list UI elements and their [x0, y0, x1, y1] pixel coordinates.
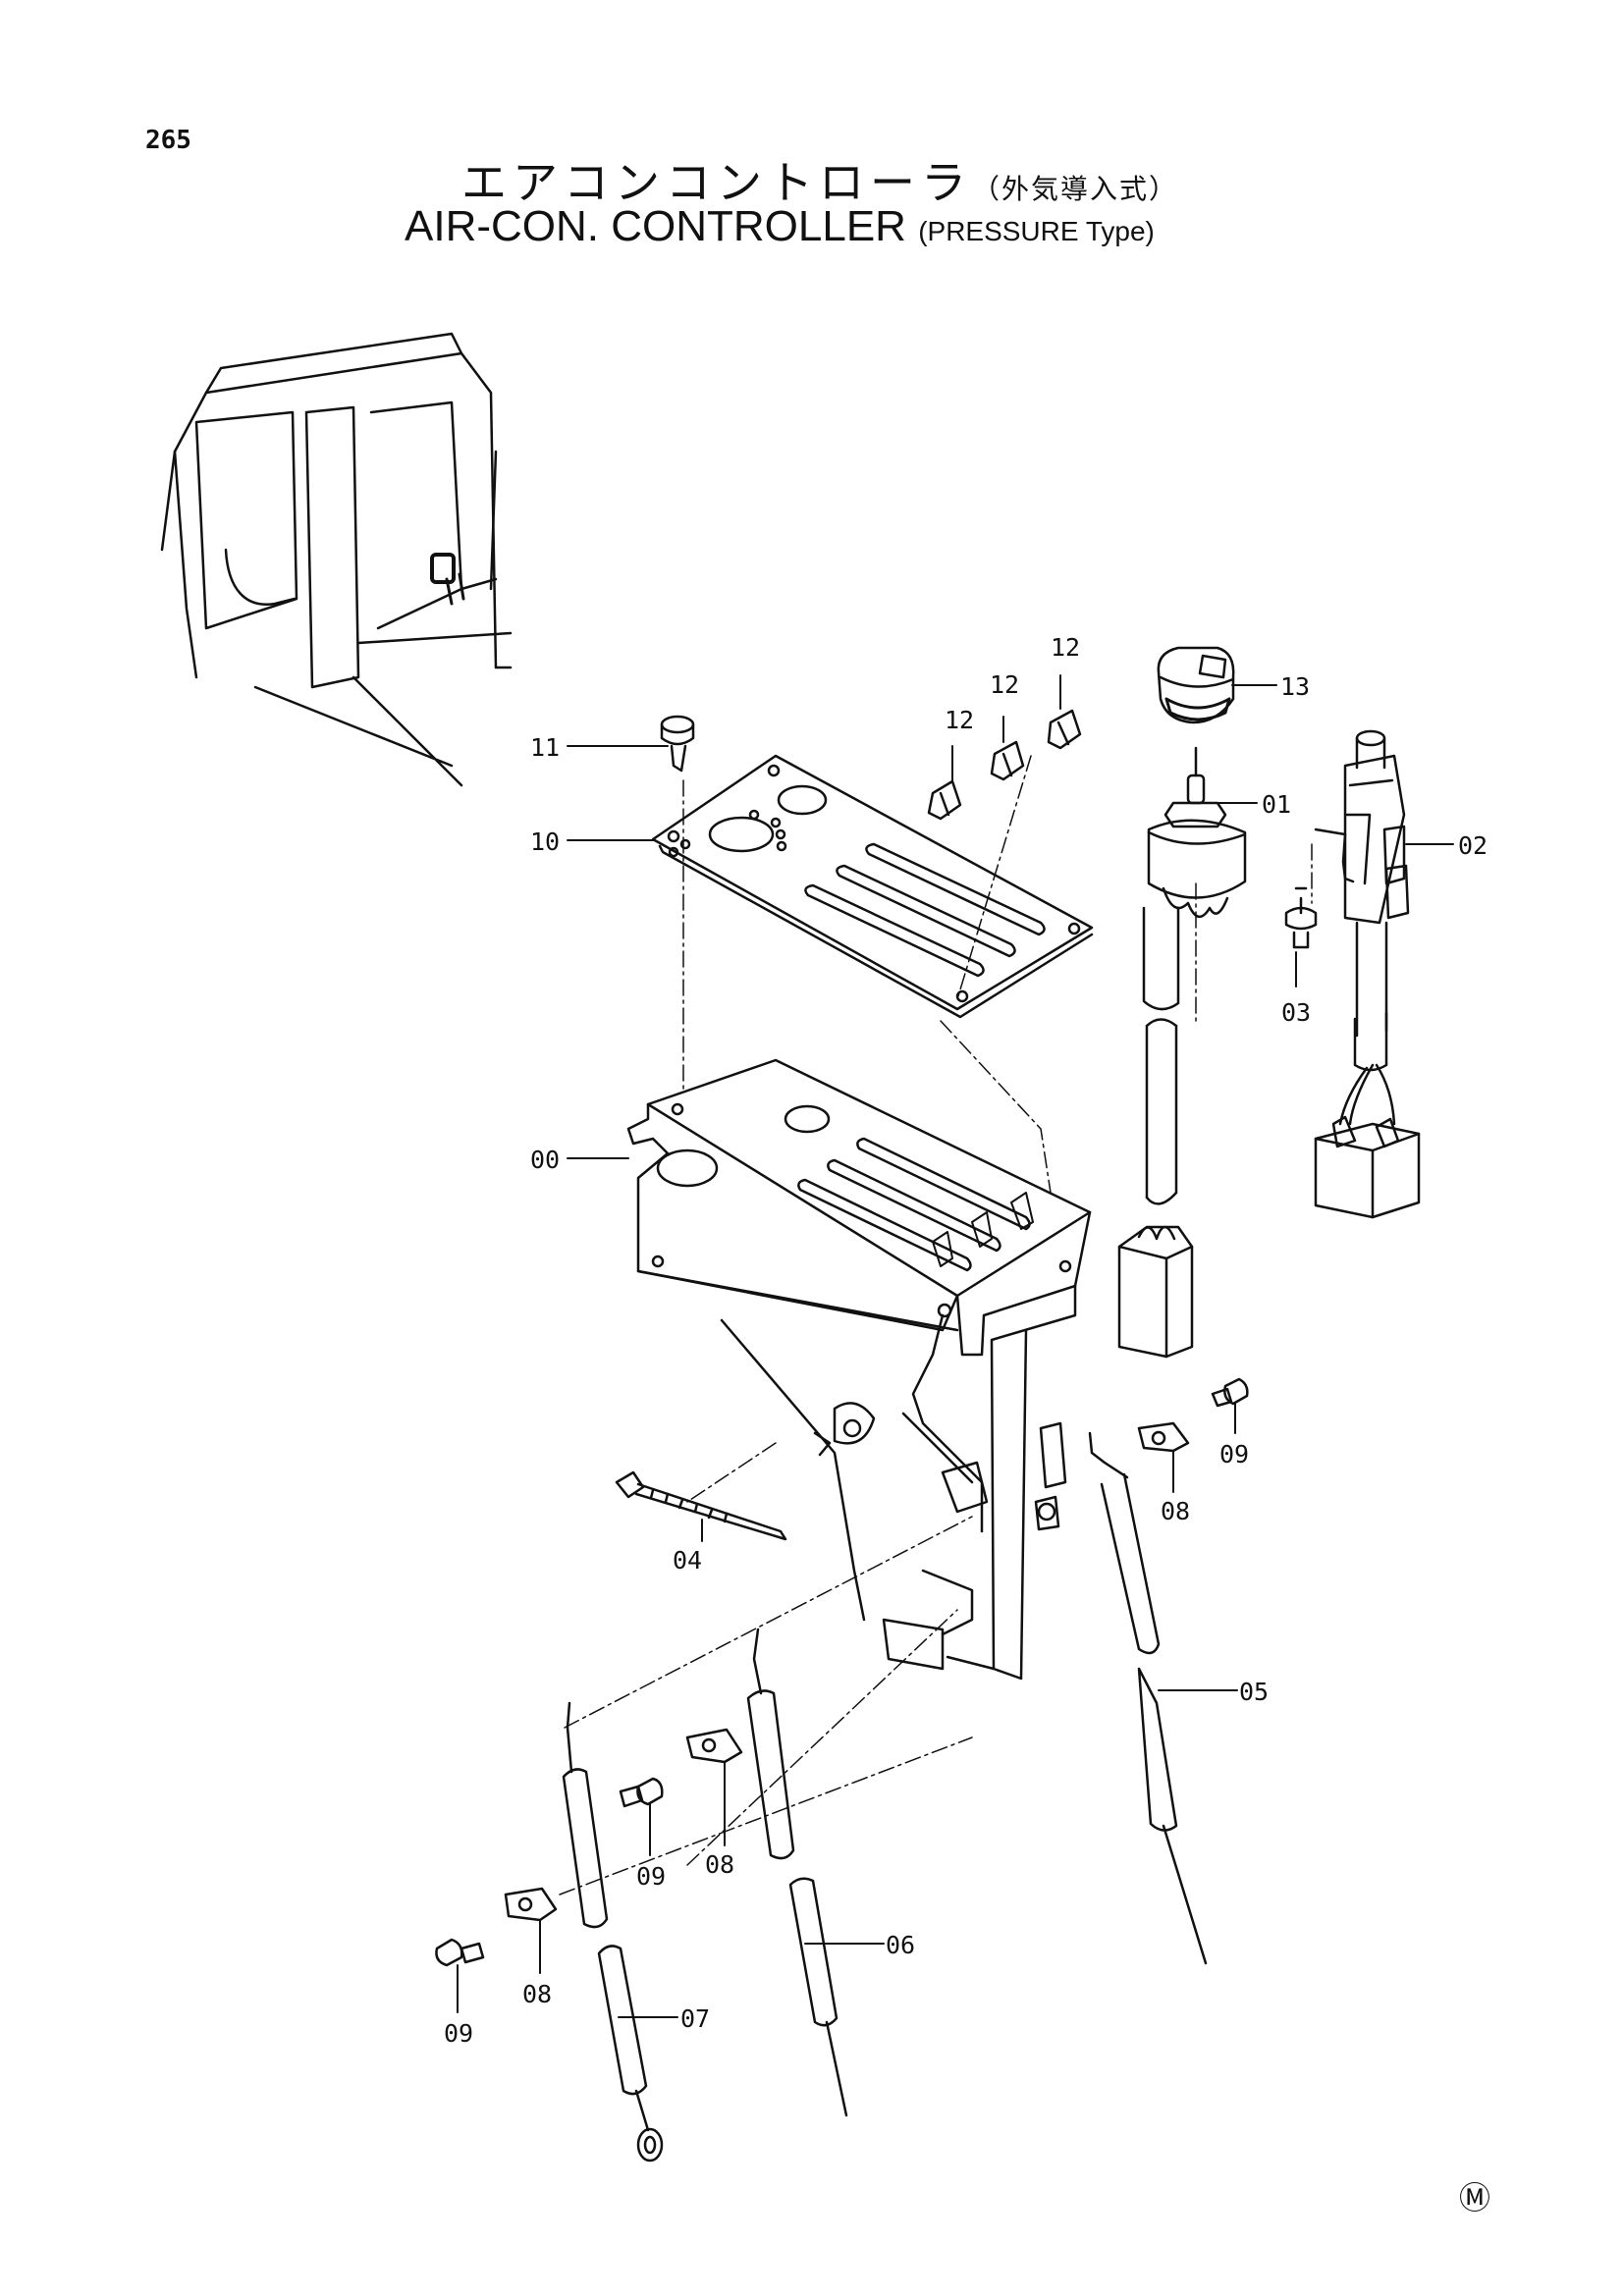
callout-12-b: 12 [990, 670, 1019, 699]
pin-fastener [660, 715, 695, 773]
callout-06: 06 [886, 1931, 915, 1959]
cable-tie [615, 1470, 787, 1541]
main-bracket [626, 1058, 1092, 1681]
callout-10: 10 [530, 828, 560, 856]
page-title-en: AIR-CON. CONTROLLER (PRESSURE Type) [405, 202, 1155, 251]
manufacturer-mark: Ⓜ [1459, 2179, 1491, 2216]
callout-03: 03 [1281, 998, 1311, 1027]
callout-08-c: 08 [522, 1980, 552, 2008]
callout-04: 04 [673, 1546, 702, 1575]
title-jp-main: エアコンコントローラ [461, 156, 972, 209]
page-title-jp: エアコンコントローラ（外気導入式） [461, 147, 1178, 212]
top-panel-plate [651, 754, 1094, 1019]
callout-08-b: 08 [705, 1850, 734, 1879]
callout-09-c: 09 [444, 2019, 473, 2048]
callout-12-a: 12 [945, 706, 974, 734]
callout-00: 00 [530, 1146, 560, 1174]
callout-09-a: 09 [1219, 1440, 1249, 1468]
title-jp-sub: （外気導入式） [972, 173, 1179, 205]
title-en-main: AIR-CON. CONTROLLER [405, 202, 906, 250]
push-switch-assembly [1284, 729, 1421, 1219]
title-en-sub: (PRESSURE Type) [918, 216, 1155, 246]
callout-09-b: 09 [636, 1862, 666, 1891]
callout-12-c: 12 [1051, 633, 1080, 662]
slide-knobs [927, 709, 1082, 821]
callout-01: 01 [1262, 790, 1291, 819]
callout-leaders [457, 674, 1454, 2018]
callout-08-a: 08 [1161, 1497, 1190, 1525]
page-number: 265 [145, 126, 191, 155]
rotary-switch-assembly [1117, 646, 1247, 1359]
callout-13: 13 [1280, 672, 1310, 701]
callout-07: 07 [680, 2004, 710, 2033]
callout-02: 02 [1458, 831, 1488, 860]
callout-05: 05 [1239, 1678, 1269, 1706]
cab-location-inset [160, 332, 513, 787]
callout-labels: 12 12 12 13 11 01 10 02 03 00 09 04 08 0… [444, 633, 1488, 2048]
clamps-and-screws [435, 1377, 1249, 1967]
control-cables [562, 1431, 1208, 2163]
callout-11: 11 [530, 733, 560, 762]
